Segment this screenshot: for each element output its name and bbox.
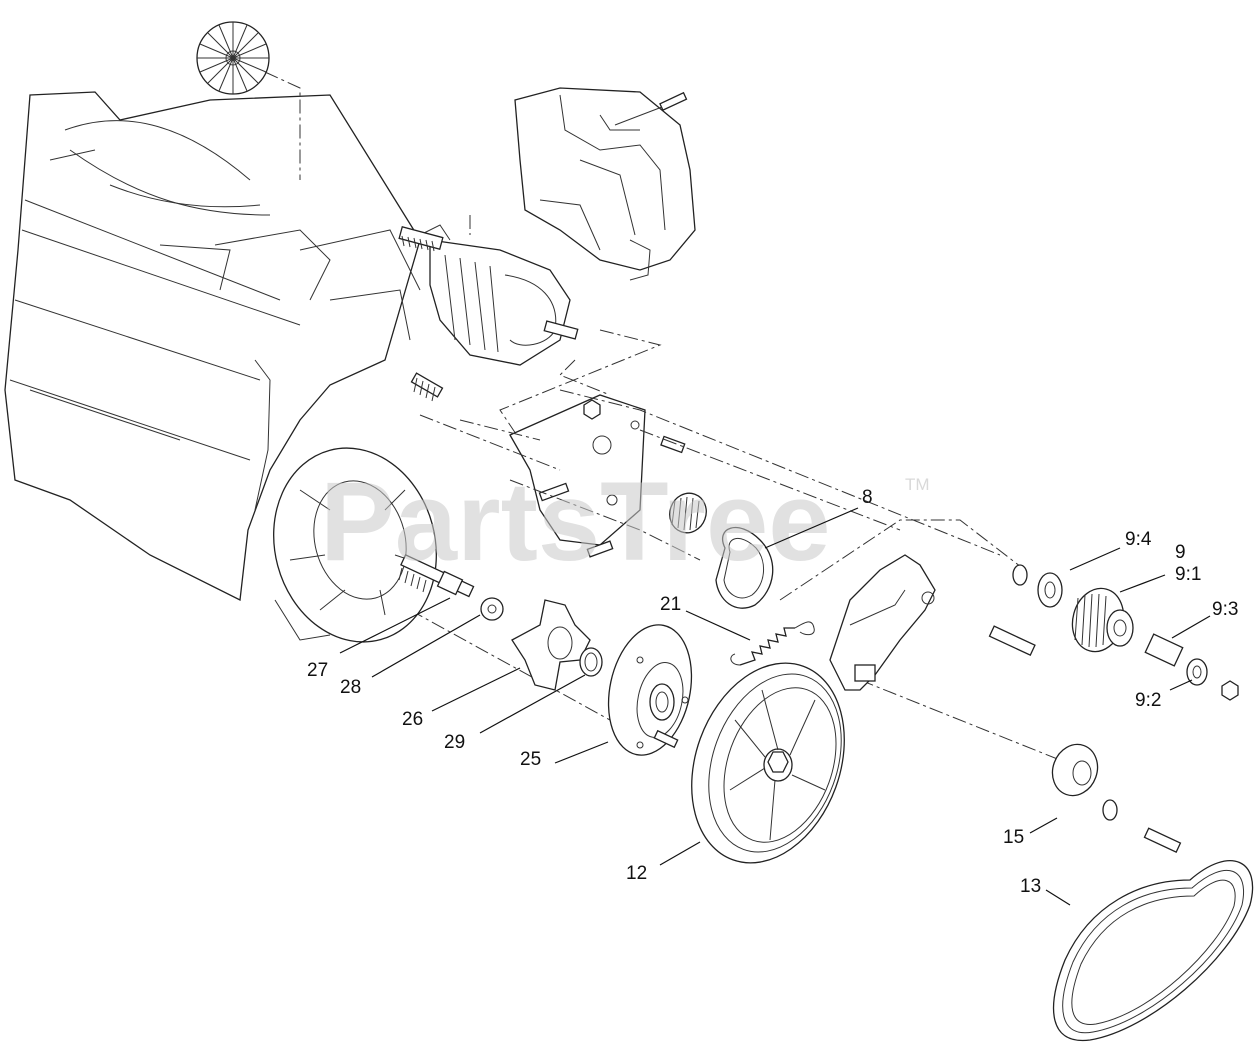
label-9: 9 <box>1175 542 1186 563</box>
drive-hub <box>511 599 591 691</box>
cover-screw <box>614 91 688 126</box>
label-9-3: 9:3 <box>1212 599 1238 620</box>
label-9-4: 9:4 <box>1125 529 1152 550</box>
mount-screw-lower <box>538 482 614 558</box>
label-9-1: 9:1 <box>1175 564 1201 585</box>
leader-28 <box>371 614 481 678</box>
washer-28 <box>480 597 504 621</box>
label-21: 21 <box>660 594 681 615</box>
leader-25 <box>554 741 609 764</box>
idler-arm <box>829 554 936 691</box>
leader-8 <box>764 507 859 549</box>
washer-9-4 <box>1012 564 1063 608</box>
impeller-fan <box>196 21 270 95</box>
watermark-brand: PartsTree <box>320 459 831 584</box>
bearing-bolt <box>1143 827 1182 854</box>
idler-nut <box>1221 680 1239 701</box>
motor-cover <box>514 87 696 281</box>
mount-screw-upper <box>410 372 444 402</box>
plate-bolt-upper <box>660 435 686 454</box>
leader-27 <box>339 597 451 654</box>
drive-belt-13 <box>1053 860 1254 1042</box>
watermark: PartsTree TM <box>320 459 930 584</box>
leader-29 <box>479 674 586 734</box>
leader-9-3 <box>1171 615 1211 639</box>
label-29: 29 <box>444 732 465 753</box>
drive-shaft <box>398 553 475 598</box>
leader-15 <box>1029 817 1058 834</box>
plate-nut <box>583 399 601 420</box>
spacer-9-3 <box>1144 633 1184 667</box>
label-28: 28 <box>340 677 361 698</box>
driven-pulley <box>691 662 845 864</box>
label-9-2: 9:2 <box>1135 690 1161 711</box>
housing-drive-flange <box>273 447 437 643</box>
leader-26 <box>431 667 521 712</box>
label-8: 8 <box>862 487 873 508</box>
washer-29 <box>579 647 603 677</box>
washer-9-2 <box>1186 658 1208 686</box>
auger-housing <box>4 91 421 601</box>
pulley-flange <box>607 624 693 756</box>
bearing-15 <box>1051 743 1118 821</box>
idler-pulley <box>1071 587 1134 653</box>
leader-13 <box>1045 889 1071 906</box>
leader-9-1 <box>1119 574 1166 593</box>
label-26: 26 <box>402 709 423 730</box>
label-27: 27 <box>307 660 328 681</box>
drive-belt-8 <box>715 527 774 609</box>
needle-bearing <box>669 492 707 534</box>
watermark-trademark: TM <box>905 475 930 494</box>
flange-screw <box>653 729 679 749</box>
leader-9-2 <box>1169 679 1193 691</box>
label-12: 12 <box>626 863 647 884</box>
idler-bolt <box>988 625 1036 657</box>
leader-9-4 <box>1069 547 1121 571</box>
leader-12 <box>659 841 701 866</box>
leader-21 <box>685 610 751 641</box>
tension-spring <box>730 621 815 666</box>
electric-motor <box>398 224 579 366</box>
label-15: 15 <box>1003 827 1024 848</box>
label-13: 13 <box>1020 876 1041 897</box>
label-25: 25 <box>520 749 541 770</box>
